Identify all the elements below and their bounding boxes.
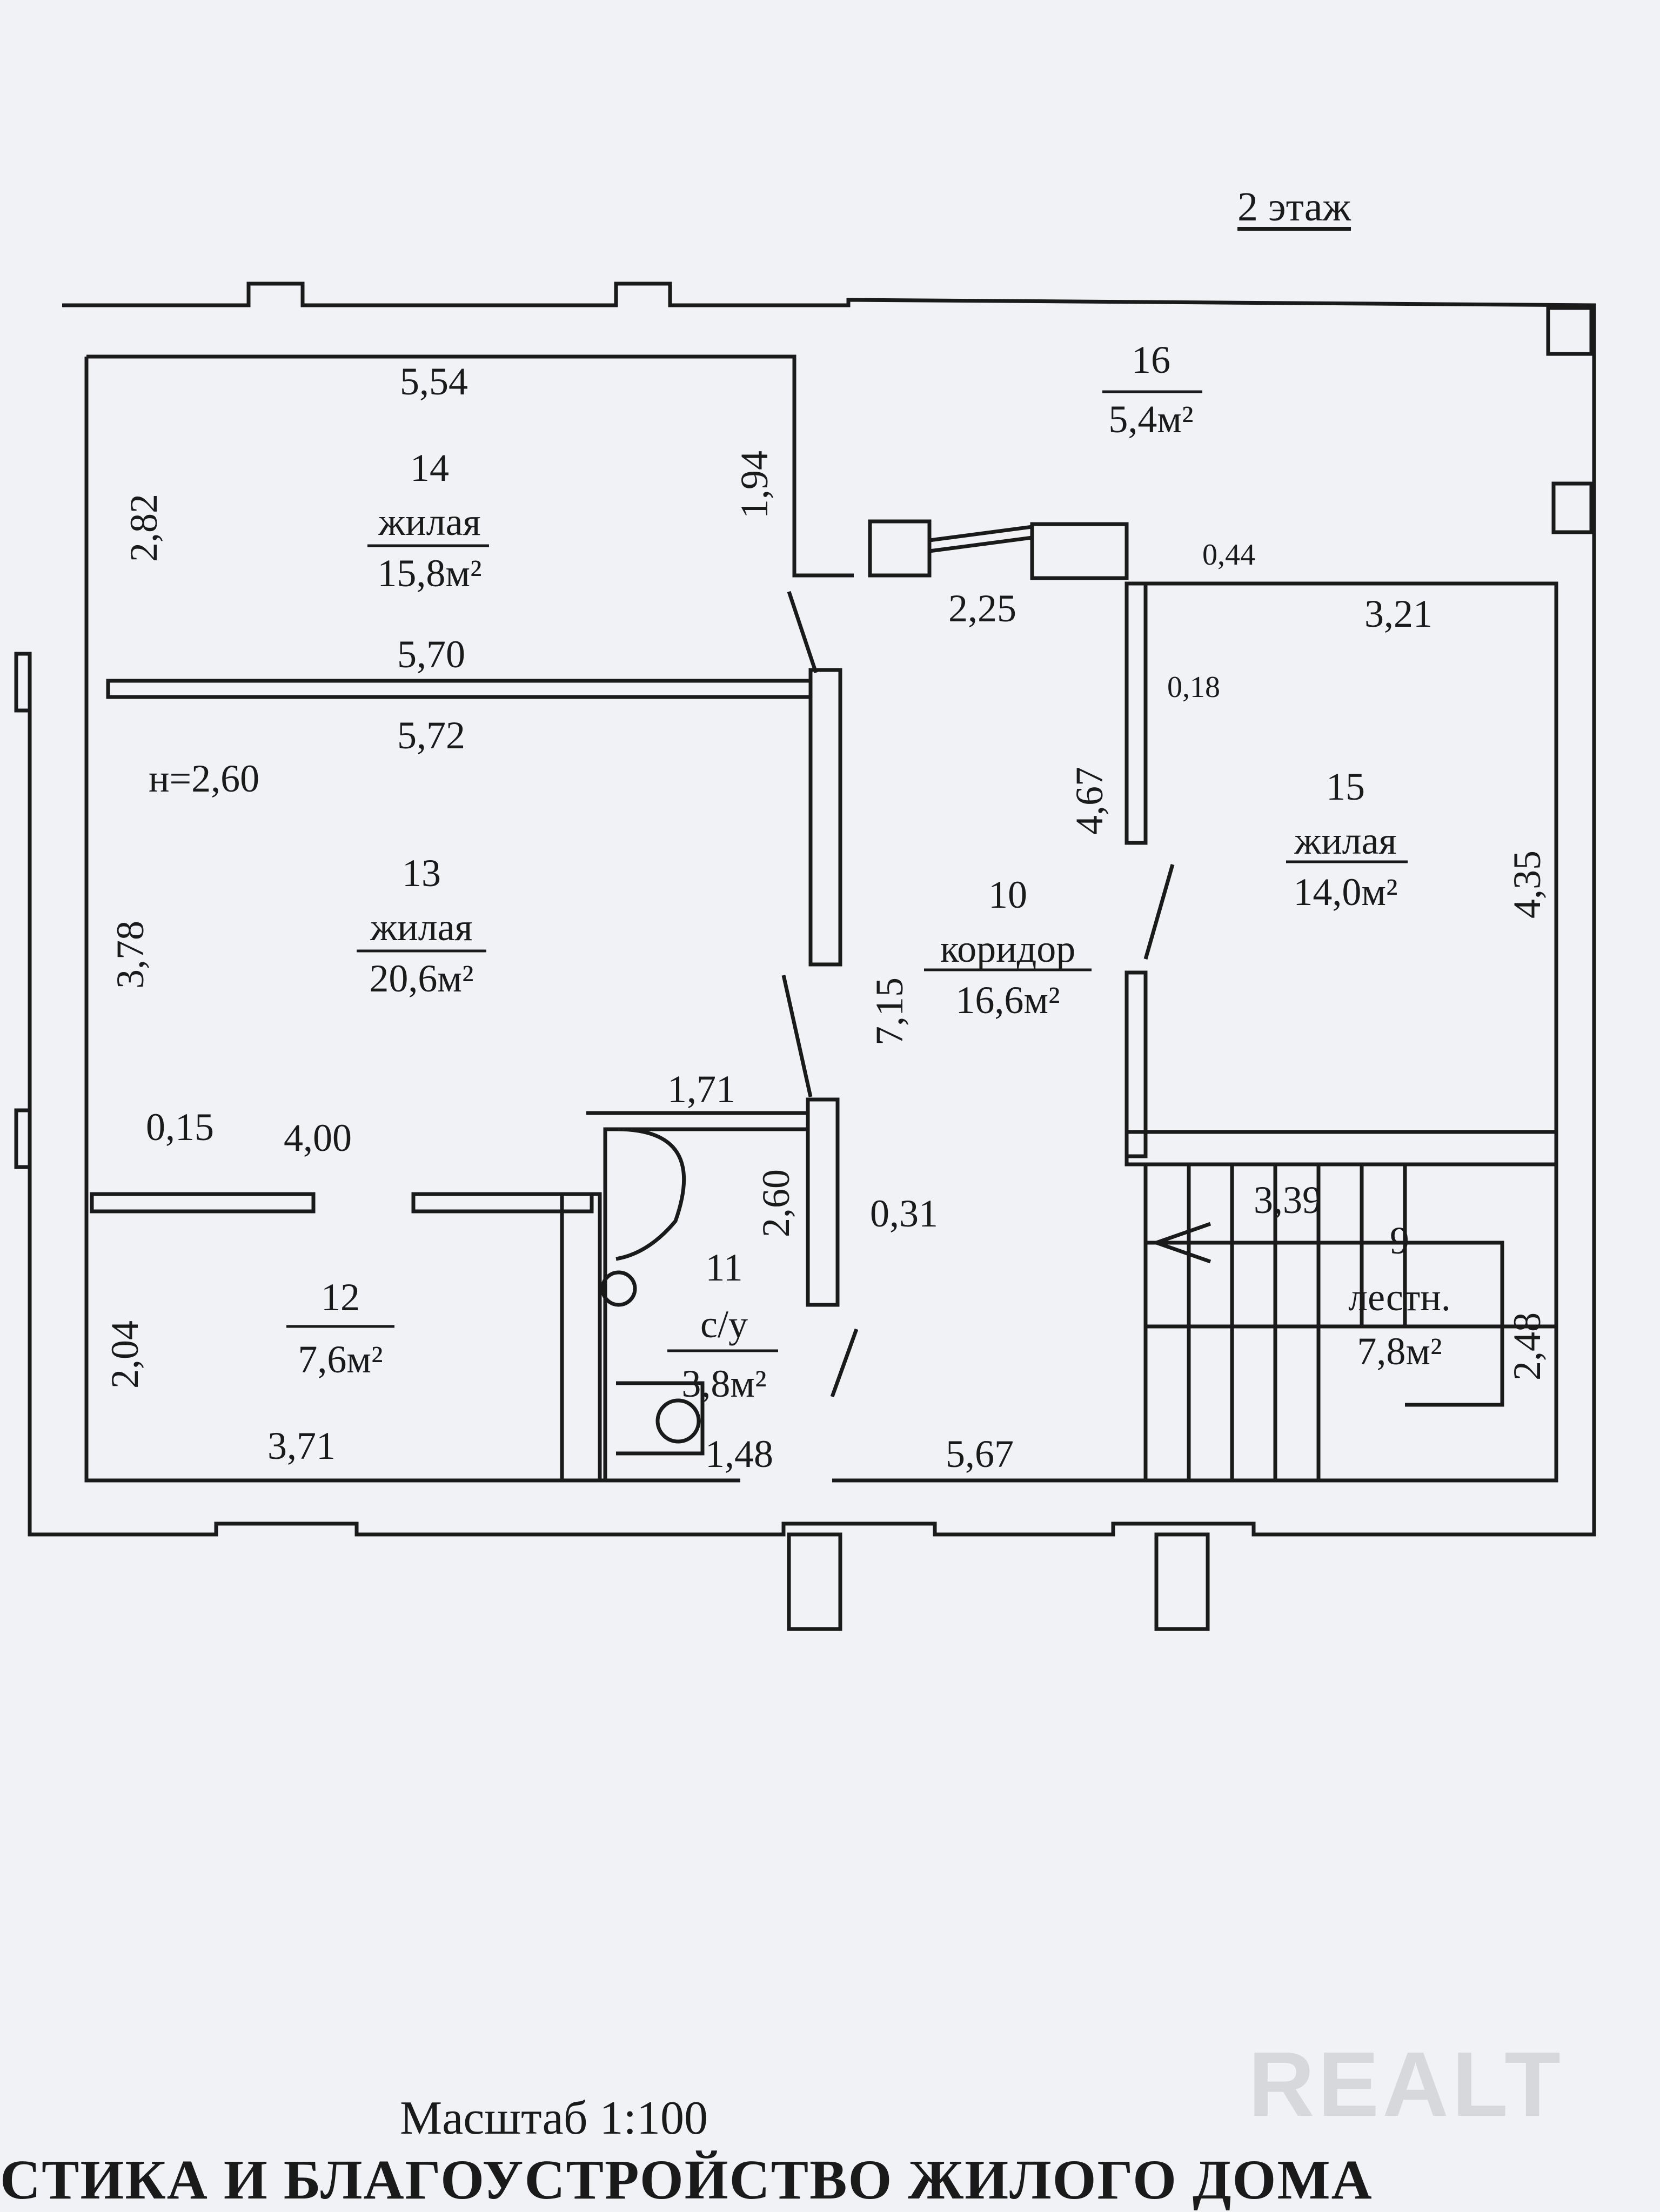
watermark-logo: REALT	[1248, 2033, 1564, 2136]
room-14-number: 14	[410, 446, 449, 490]
dim-4-35: 4,35	[1505, 850, 1549, 919]
dim-2-25: 2,25	[948, 587, 1016, 630]
room-10-number: 10	[988, 873, 1027, 916]
room-9-number: 9	[1390, 1219, 1409, 1262]
dim-3-39: 3,39	[1254, 1178, 1322, 1222]
dim-3-21: 3,21	[1364, 592, 1433, 635]
room-15-number: 15	[1326, 765, 1365, 808]
room-14-type: жилая	[378, 500, 480, 544]
dim-0-15: 0,15	[146, 1105, 214, 1149]
dim-2-82: 2,82	[122, 494, 165, 562]
room-9-area: 7,8м²	[1357, 1330, 1442, 1373]
room-16-area: 5,4м²	[1108, 398, 1193, 441]
dim-0-18: 0,18	[1167, 671, 1220, 704]
room-13-area: 20,6м²	[369, 957, 473, 1000]
document-footer-title: СТИКА И БЛАГОУСТРОЙСТВО ЖИЛОГО ДОМА	[0, 2149, 1373, 2211]
dim-3-78: 3,78	[109, 921, 152, 989]
room-16-number: 16	[1132, 338, 1170, 381]
room-11-area: 3,8м²	[681, 1362, 766, 1405]
walls	[14, 281, 1596, 1631]
room-12-number: 12	[321, 1276, 360, 1319]
floor-plan: 16 5,4м² 14 жилая 15,8м² 13 жилая 20,6м²…	[14, 281, 1596, 1631]
room-11-number: 11	[705, 1246, 742, 1289]
room-13-number: 13	[402, 852, 441, 895]
dim-2-04: 2,04	[103, 1321, 146, 1389]
room-9-type: лестн.	[1348, 1276, 1451, 1319]
scale-label: Масштаб 1:100	[400, 2092, 708, 2144]
room-10-type: коридор	[940, 927, 1076, 970]
room-15-type: жилая	[1294, 819, 1396, 862]
dim-3-71: 3,71	[267, 1424, 336, 1467]
room-15-area: 14,0м²	[1293, 870, 1397, 914]
room-labels: 16 5,4м² 14 жилая 15,8м² 13 жилая 20,6м²…	[286, 338, 1451, 1405]
dim-2-60: 2,60	[754, 1169, 798, 1237]
room-10-area: 16,6м²	[955, 978, 1060, 1022]
ceiling-height: н=2,60	[149, 757, 259, 800]
dim-4-00: 4,00	[284, 1116, 352, 1159]
room-12-area: 7,6м²	[298, 1338, 383, 1381]
room-13-type: жилая	[370, 906, 472, 949]
dim-5-72: 5,72	[397, 714, 465, 757]
dim-5-54: 5,54	[400, 360, 468, 403]
dim-5-67: 5,67	[946, 1432, 1014, 1476]
dim-7-15: 7,15	[868, 977, 911, 1045]
dim-5-70: 5,70	[397, 633, 465, 676]
dimension-labels: 5,54 2,82 1,94 5,70 5,72 2,25 0,44 3,21 …	[103, 360, 1549, 1476]
dim-2-48: 2,48	[1505, 1312, 1549, 1380]
floor-title: 2 этаж	[1237, 184, 1351, 230]
dim-0-44: 0,44	[1202, 538, 1255, 572]
dim-1-94: 1,94	[733, 451, 776, 519]
dim-0-31: 0,31	[870, 1192, 938, 1235]
room-11-type: с/у	[700, 1303, 748, 1346]
dim-4-67: 4,67	[1068, 767, 1111, 835]
dim-1-71: 1,71	[667, 1068, 735, 1111]
dim-1-48: 1,48	[705, 1432, 773, 1476]
room-14-area: 15,8м²	[377, 552, 481, 595]
